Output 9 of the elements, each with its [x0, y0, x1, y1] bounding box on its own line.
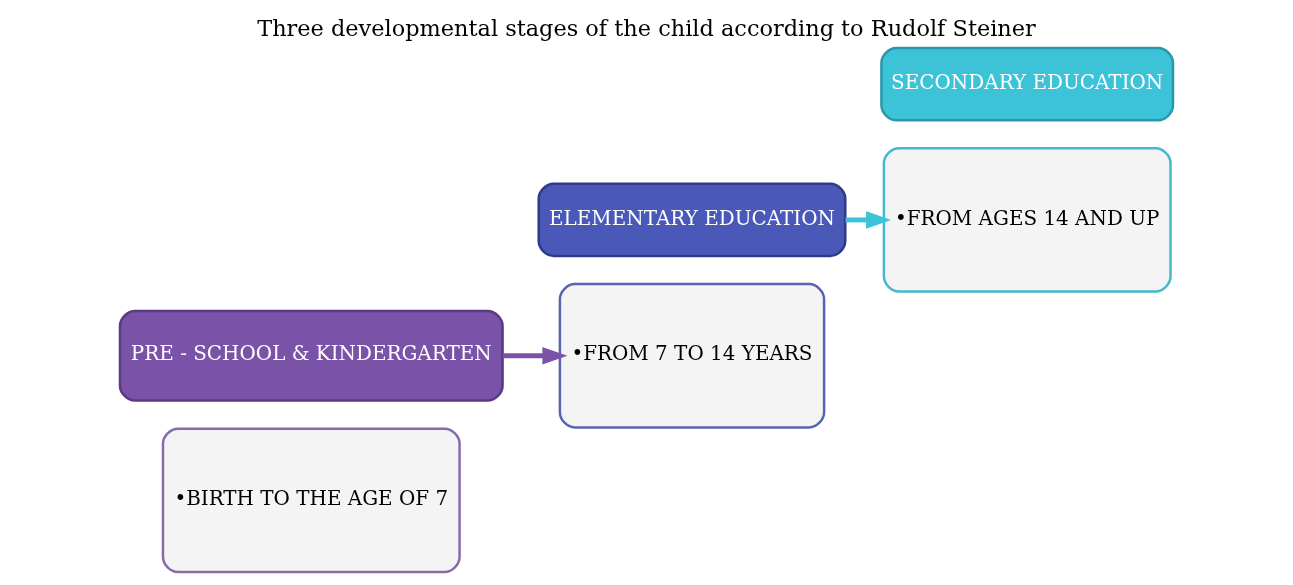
- node-box: ELEMENTARY EDUCATION: [537, 182, 847, 258]
- node-box: PRE - SCHOOL & KINDERGARTEN: [118, 309, 504, 402]
- arrow: [845, 211, 892, 229]
- arrow: [502, 347, 568, 365]
- node-box: SECONDARY EDUCATION: [880, 46, 1175, 122]
- node-box: •FROM 7 TO 14 YEARS: [558, 282, 826, 429]
- diagram-title: Three developmental stages of the child according to Rudolf Steiner: [257, 14, 1036, 41]
- node-box: •FROM AGES 14 AND UP: [882, 147, 1172, 293]
- node-box: •BIRTH TO THE AGE OF 7: [161, 427, 461, 574]
